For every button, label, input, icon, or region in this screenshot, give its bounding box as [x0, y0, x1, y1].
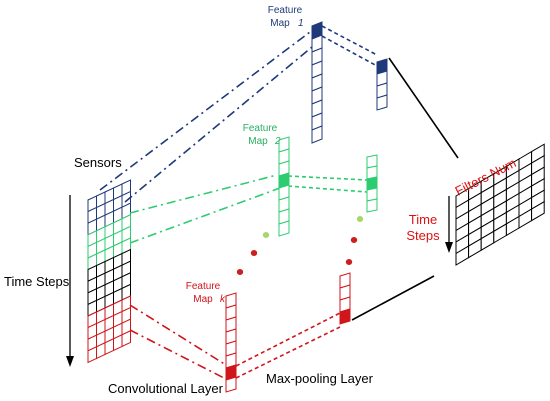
feature-cell	[366, 198, 378, 213]
feature-cell	[311, 125, 323, 144]
output-filters-grid	[455, 143, 545, 266]
time-steps-right-line2: Steps	[406, 228, 440, 243]
feature-map-2-index: 2	[274, 136, 281, 147]
feature-map-2-column	[278, 136, 290, 237]
feature-map-2-label: Feature Map 2	[243, 123, 281, 147]
input-cell	[121, 330, 131, 348]
input-sensor-grid	[87, 179, 131, 364]
output-cell	[531, 200, 545, 222]
pooled-map-k-column	[339, 272, 351, 325]
pooled-map-1-column	[376, 58, 388, 111]
feature-map-k-label: Feature Map k	[186, 281, 226, 305]
feature-map-k-line2: Map	[193, 294, 213, 305]
feature-cell	[225, 376, 237, 393]
time-steps-left-label: Time Steps	[4, 274, 70, 289]
feature-map-1-line2: Map	[270, 18, 290, 29]
time-steps-arrow-left	[66, 195, 74, 367]
max-pooling-layer-label: Max-pooling Layer	[266, 371, 374, 386]
connection-lines	[99, 25, 459, 380]
ellipsis-dots	[236, 216, 364, 275]
feature-map-2-line2: Map	[248, 136, 268, 147]
time-steps-arrow-right	[445, 196, 453, 253]
feature-cell	[339, 308, 351, 325]
feature-map-1-index: 1	[298, 18, 304, 29]
feature-map-columns	[225, 21, 388, 393]
convolutional-layer-label: Convolutional Layer	[108, 381, 224, 396]
feature-map-k-index: k	[220, 294, 226, 305]
feature-map-2-line1: Feature	[243, 123, 278, 134]
feature-map-k-column	[225, 292, 237, 393]
feature-map-k-line1: Feature	[186, 281, 221, 292]
feature-map-1-line1: Feature	[268, 5, 303, 16]
feature-cell	[376, 94, 388, 111]
feature-map-1-label: Feature Map 1	[268, 5, 304, 29]
feature-cell	[278, 220, 290, 237]
feature-map-1-column	[311, 21, 323, 144]
time-steps-right-line1: Time	[409, 212, 437, 227]
pooled-map-2-column	[366, 154, 378, 213]
sensors-label: Sensors	[74, 155, 122, 170]
